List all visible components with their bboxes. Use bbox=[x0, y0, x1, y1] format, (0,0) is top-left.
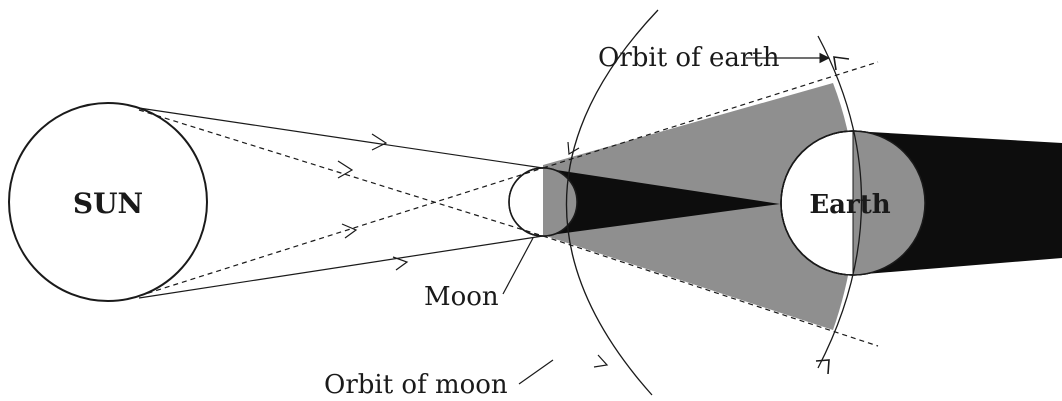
orbit-moon-arrow-lower bbox=[594, 355, 607, 367]
ray-arrow-1 bbox=[372, 134, 386, 150]
orbit-of-moon-label: Orbit of moon bbox=[324, 370, 508, 400]
earth-label: Earth bbox=[809, 190, 890, 220]
orbit-of-earth-label: Orbit of earth bbox=[598, 43, 780, 73]
ray-upper-solid bbox=[139, 108, 543, 168]
moon-label: Moon bbox=[424, 282, 499, 312]
ray-arrow-3 bbox=[342, 224, 356, 238]
pointer-moon bbox=[503, 238, 533, 294]
orbit-earth-arrow-upper bbox=[834, 57, 849, 70]
sun-label: SUN bbox=[73, 187, 143, 220]
pointer-orbit-of-moon bbox=[519, 360, 553, 384]
